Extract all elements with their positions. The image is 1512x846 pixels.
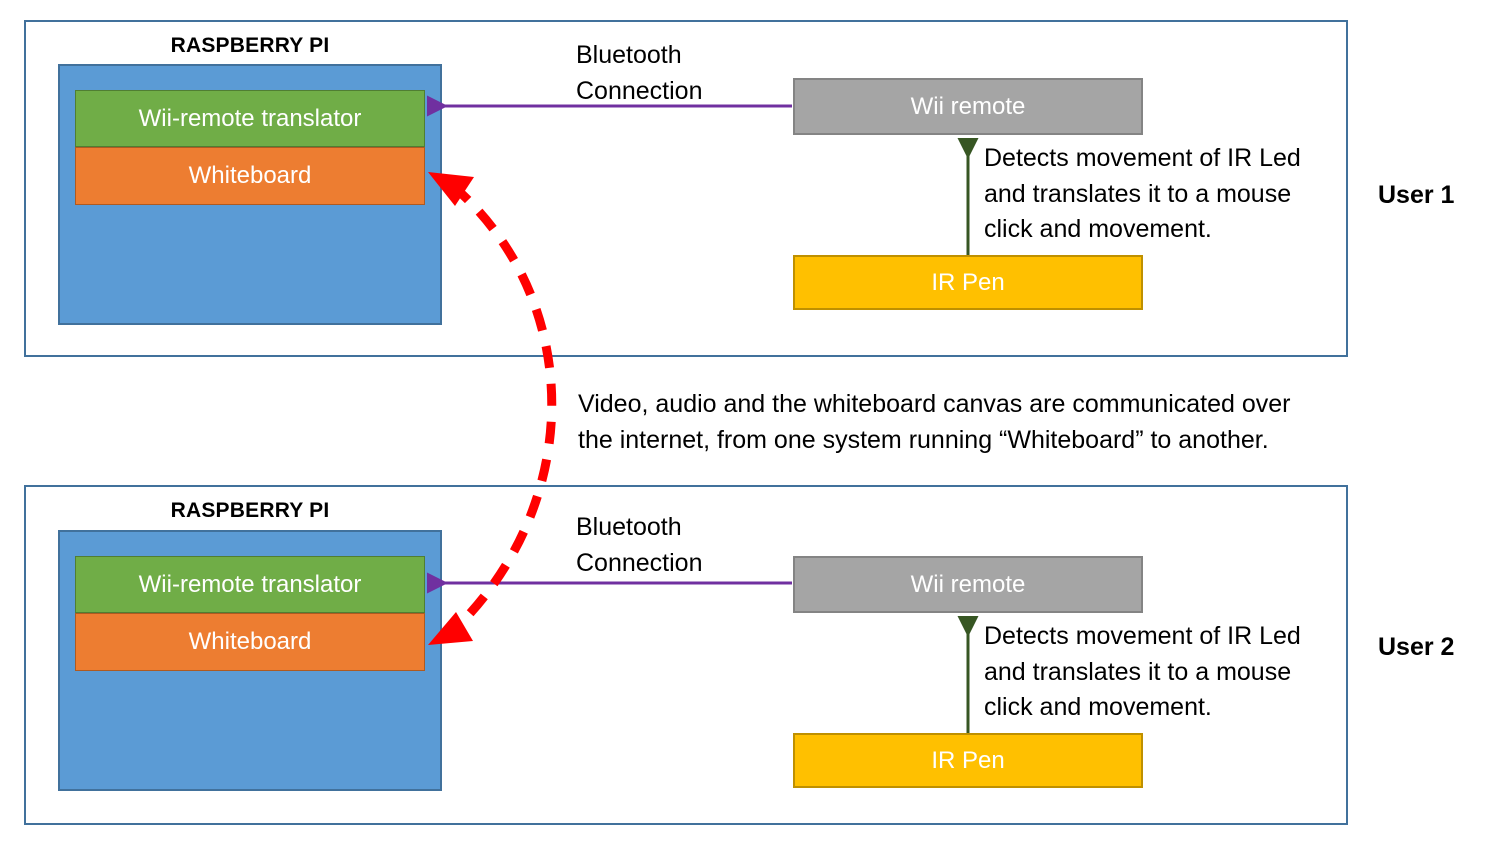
user-2-wii-remote-block[interactable]: Wii remote [793, 556, 1143, 613]
user-1-ir-pen-block[interactable]: IR Pen [793, 255, 1143, 310]
internet-communication-note: Video, audio and the whiteboard canvas a… [578, 390, 1291, 454]
user-1-wii-remote-block[interactable]: Wii remote [793, 78, 1143, 135]
user-1-detect-note: Detects movement of IR Led and translate… [984, 144, 1301, 243]
user-1-bluetooth-connection-label: Bluetooth Connection [576, 41, 703, 105]
user-1-label: User 1 [1378, 181, 1455, 209]
user-2-label: User 2 [1378, 633, 1455, 661]
user-2-wii-remote-translator-block[interactable]: Wii-remote translator [75, 556, 425, 613]
user-2-ir-pen-block[interactable]: IR Pen [793, 733, 1143, 788]
user-2-detect-note: Detects movement of IR Led and translate… [984, 622, 1301, 721]
user-2-whiteboard-block[interactable]: Whiteboard [75, 613, 425, 671]
user-1-wii-remote-translator-block[interactable]: Wii-remote translator [75, 90, 425, 147]
user-2-pi-title: RASPBERRY PI [170, 499, 330, 522]
user-1-pi-title: RASPBERRY PI [170, 34, 330, 57]
user-2-bluetooth-connection-label: Bluetooth Connection [576, 513, 703, 577]
user-1-whiteboard-block[interactable]: Whiteboard [75, 147, 425, 205]
